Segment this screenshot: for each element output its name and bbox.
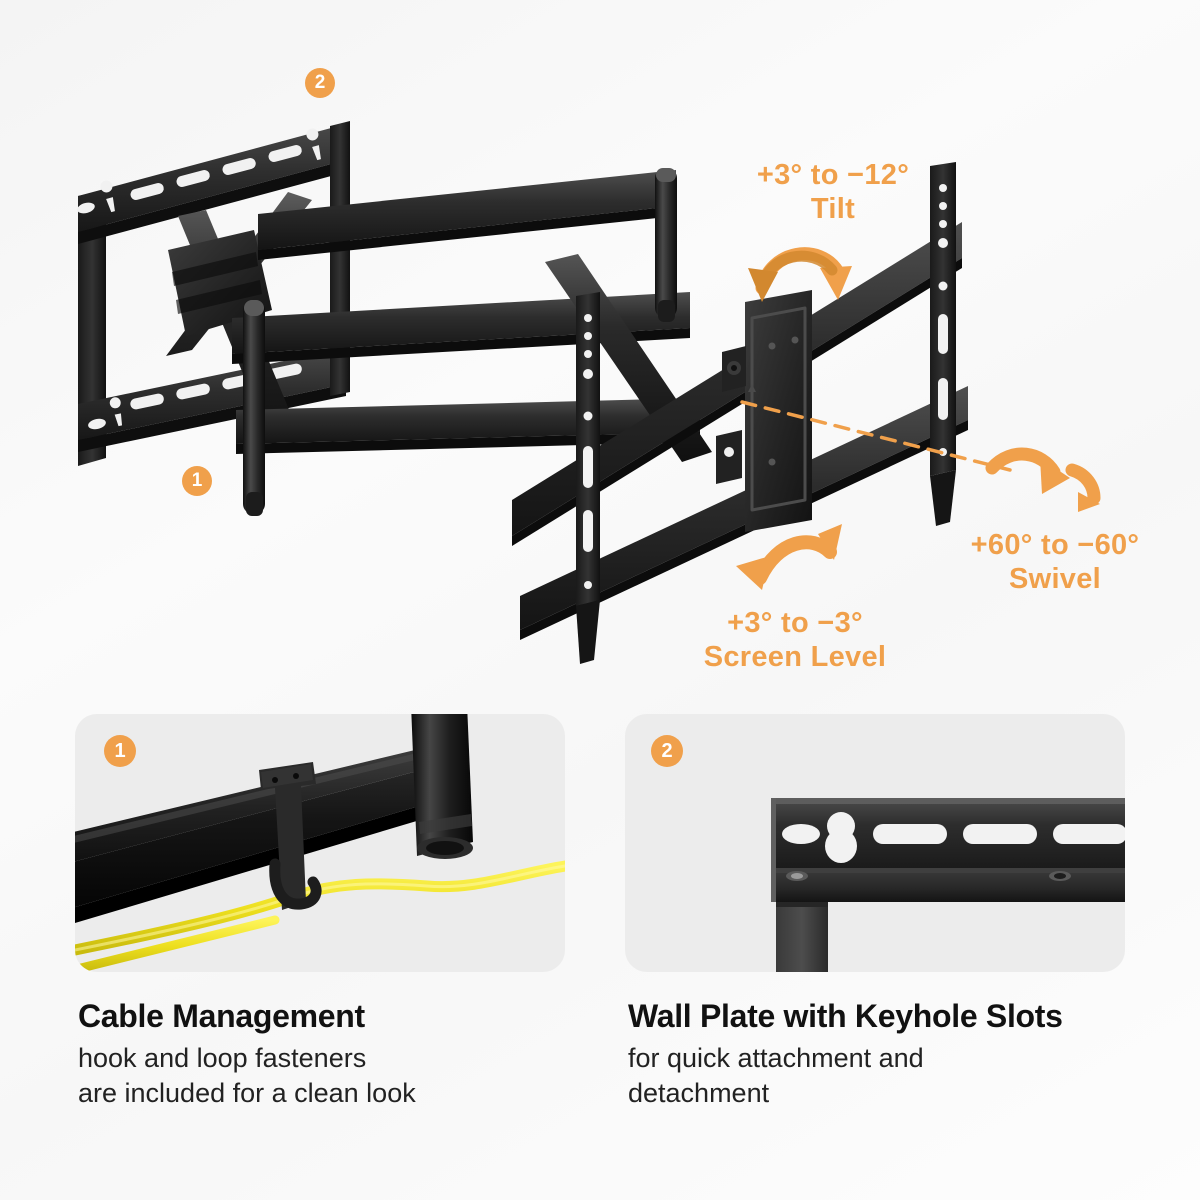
annotation-swivel-range: +60° to −60° [970,529,1140,561]
wall-plate-rail [771,798,1125,902]
hero-product-illustration [77,121,1101,664]
swivel-axis-dashed-line [740,400,1012,472]
gas-piston-upper [655,168,677,322]
badge-panel-cable-management: 1 [104,735,136,767]
caption-body-cable-management: hook and loop fasteners are included for … [78,1041,598,1111]
gas-piston-tube [411,714,473,859]
keyhole-slot [825,812,857,863]
caption-body-line2: are included for a clean look [78,1078,416,1109]
caption-body-line1: for quick attachment and [628,1043,924,1073]
tv-bracket-left-rail [576,292,600,664]
cable-secondary [75,915,280,972]
annotation-swivel-label: Swivel [1008,563,1102,596]
tv-bracket-assembly [512,162,968,664]
annotation-tilt-range: +3° to −12° [756,159,910,191]
badge-hero-1: 1 [182,466,212,496]
feature-panel-wall-plate [625,714,1125,972]
annotation-screen-level-range: +3° to −3° [727,607,863,639]
badge-hero-2: 2 [305,68,335,98]
hook-and-loop-fastener [259,762,322,910]
caption-body-wall-plate: for quick attachment and detachment [628,1041,1168,1111]
annotation-screen-level-label: Screen Level [703,641,887,674]
caption-cable-management: Cable Management hook and loop fasteners… [78,998,598,1111]
caption-wall-plate: Wall Plate with Keyhole Slots for quick … [628,998,1168,1111]
annotation-tilt: +3° to −12° Tilt [688,158,978,226]
annotation-tilt-label: Tilt [810,193,856,226]
extension-arms [232,170,700,454]
oval-slot [873,824,1125,844]
caption-body-line1: hook and loop fasteners [78,1043,367,1073]
badge-panel-wall-plate: 2 [651,735,683,767]
annotation-screen-level: +3° to −3° Screen Level [640,606,950,674]
swivel-arrow-icon [985,447,1101,512]
cable-management-arm [75,750,467,924]
gas-piston-lower [243,300,265,516]
caption-title-cable-management: Cable Management [78,998,365,1034]
annotation-swivel: +60° to −60° Swivel [920,528,1190,596]
wall-plate-post [776,902,828,972]
oval-slot-small [782,824,820,844]
feature-panel-cable-management [75,714,565,972]
tilt-arrow-icon [748,247,852,302]
caption-title-wall-plate: Wall Plate with Keyhole Slots [628,998,1063,1034]
screen-level-arrow-icon [736,524,842,590]
caption-body-line2: detachment [628,1078,770,1109]
screw-hole [786,871,1071,881]
